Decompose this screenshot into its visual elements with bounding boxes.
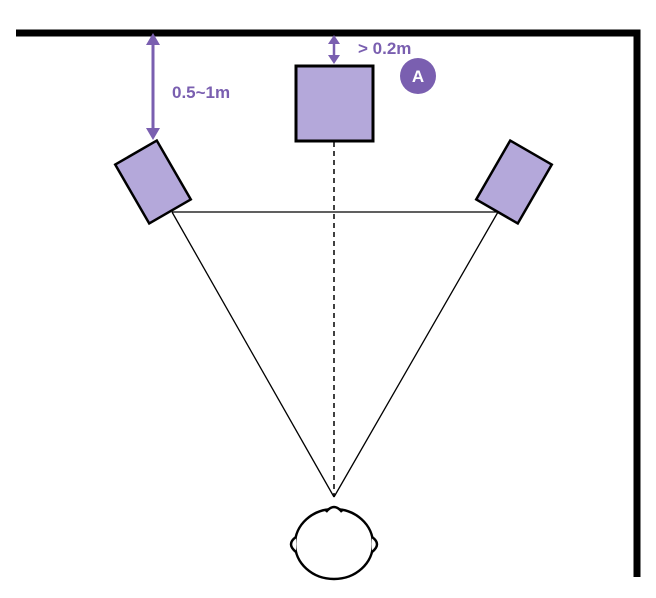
right-speaker bbox=[474, 138, 554, 226]
badge-label: A bbox=[412, 67, 424, 86]
left-speaker bbox=[113, 138, 193, 226]
wall-distance-label: 0.5~1m bbox=[172, 83, 230, 102]
left-listening-line bbox=[171, 211, 335, 498]
badge-circle bbox=[400, 58, 436, 94]
right-listening-line bbox=[333, 211, 499, 498]
center-gap-arrow bbox=[328, 35, 340, 64]
head-icon bbox=[289, 505, 379, 581]
center-speaker bbox=[294, 64, 375, 143]
wall-distance-arrow bbox=[146, 33, 160, 140]
center-gap-label: > 0.2m bbox=[358, 39, 411, 58]
room-wall bbox=[16, 29, 641, 577]
